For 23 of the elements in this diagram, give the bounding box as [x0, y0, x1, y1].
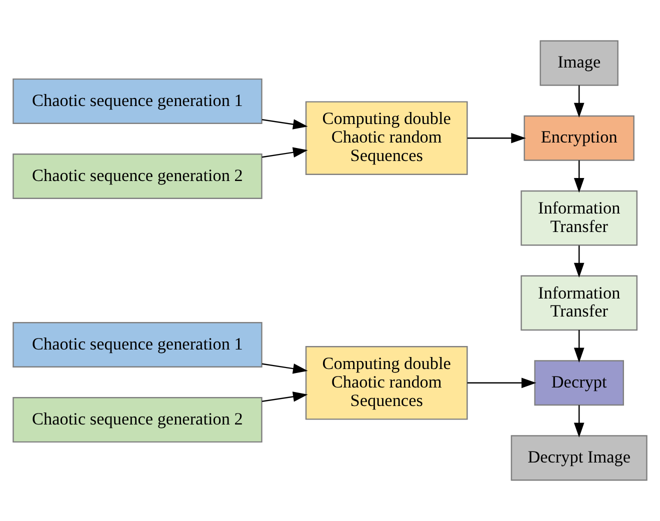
arrow — [574, 405, 584, 438]
arrow — [262, 119, 308, 130]
arrow — [574, 330, 584, 363]
node-box: Chaotic sequence generation 1 — [12, 322, 262, 368]
node-box: Computing double Chaotic random Sequences — [305, 101, 468, 175]
arrow — [262, 363, 308, 374]
arrow — [262, 392, 308, 402]
node-box: Information Transfer — [520, 275, 638, 331]
node-box: Decrypt Image — [510, 435, 648, 481]
arrow — [467, 132, 526, 144]
arrow — [467, 378, 536, 388]
node-box: Chaotic sequence generation 2 — [12, 397, 262, 443]
arrow — [574, 246, 584, 278]
arrow — [262, 147, 308, 158]
node-box: Encryption — [524, 115, 634, 161]
node-box: Chaotic sequence generation 2 — [12, 153, 262, 199]
node-box: Computing double Chaotic random Sequences — [305, 346, 468, 420]
node-box: Chaotic sequence generation 1 — [12, 78, 262, 124]
arrow — [574, 160, 584, 193]
node-box: Image — [540, 40, 618, 86]
node-box: Information Transfer — [520, 190, 638, 246]
node-box: Decrypt — [534, 360, 624, 406]
arrow — [574, 85, 584, 118]
